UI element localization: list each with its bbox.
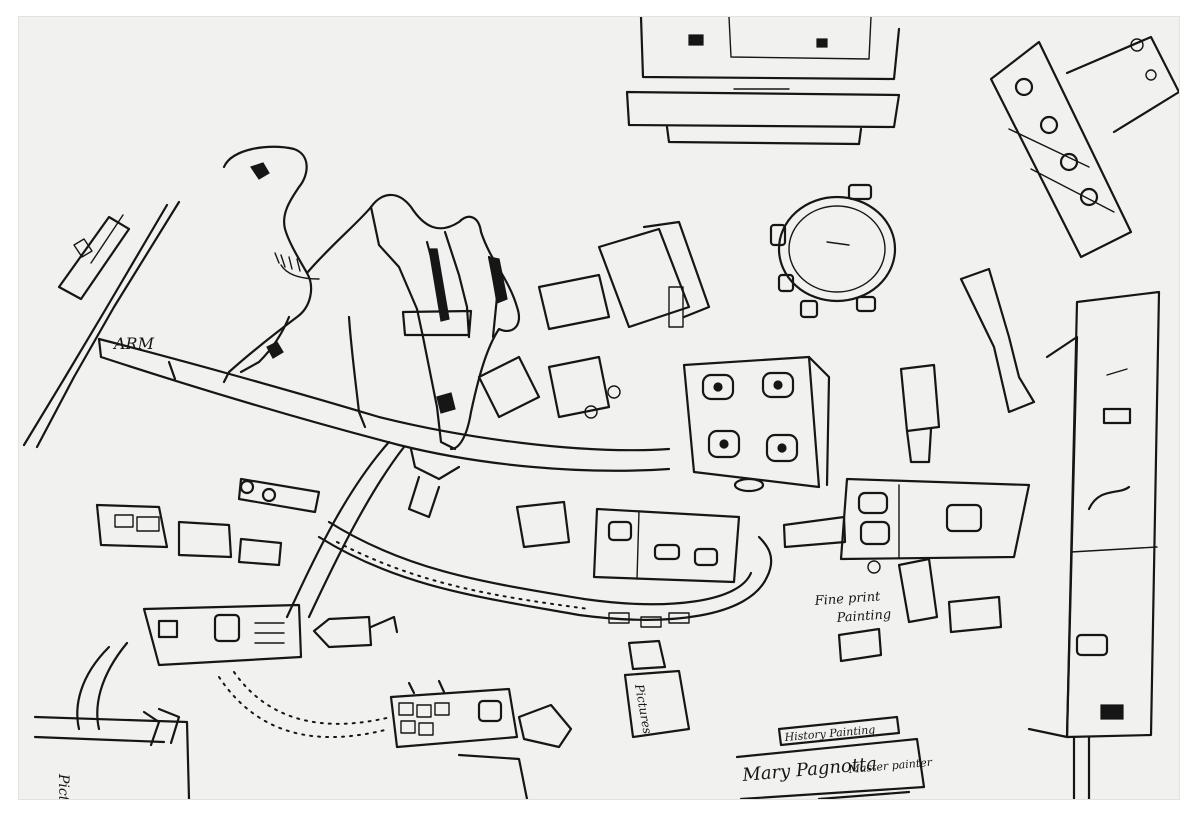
- paper-sheet: ARM: [18, 16, 1180, 800]
- top-right-building: [989, 35, 1179, 259]
- central-lower-building: [515, 500, 741, 584]
- pict-label-bottom-left: Pict: [55, 773, 71, 799]
- dotted-path: [218, 676, 390, 739]
- four-window-building: [682, 355, 831, 493]
- painting-label: Painting: [835, 607, 891, 626]
- left-diagonal-wall: [22, 200, 181, 449]
- small-objects-right: [899, 267, 1036, 464]
- bottom-left-building: [33, 707, 191, 799]
- lower-left-building: [76, 603, 399, 731]
- right-tall-building: [1027, 290, 1161, 799]
- top-left-object: [57, 214, 131, 301]
- arm-label: ARM: [112, 334, 155, 353]
- top-building: [625, 17, 901, 146]
- history-painting-sign: [735, 715, 926, 799]
- right-middle-building: [782, 477, 1031, 663]
- camel-drawing: [222, 145, 520, 451]
- round-table: [769, 183, 897, 319]
- pictures-label: Pictures: [632, 682, 655, 735]
- pen-drawing: ARM: [22, 17, 1179, 799]
- fine-print-label: Fine print: [813, 589, 881, 609]
- dotted-path-2: [233, 671, 392, 725]
- left-cart-row: [95, 477, 321, 567]
- bottom-center-building: [389, 679, 573, 799]
- left-branch-road: [285, 440, 461, 619]
- cart-cluster: [477, 220, 711, 419]
- main-road: ARM: [97, 334, 671, 472]
- curved-road: [317, 520, 773, 628]
- pictures-stand: [623, 639, 691, 739]
